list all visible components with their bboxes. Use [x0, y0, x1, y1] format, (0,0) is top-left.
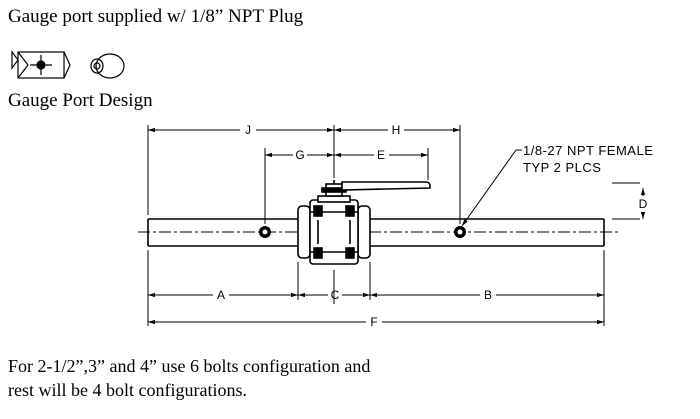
callout-line-1: 1/8-27 NPT FEMALE: [523, 143, 653, 158]
valve-handle: [321, 180, 431, 197]
header-title: Gauge port supplied w/ 1/8” NPT Plug: [8, 6, 304, 27]
gauge-plug-side-icon: [11, 50, 71, 79]
dim-label-b: B: [484, 288, 492, 302]
dim-label-c: C: [331, 288, 340, 302]
dim-label-g: G: [295, 148, 304, 162]
footer-note-line-2: rest will be 4 bolt configurations.: [8, 380, 247, 400]
dim-label-j: J: [245, 123, 251, 137]
footer-note-line-1: For 2-1/2”,3” and 4” use 6 bolts configu…: [8, 356, 371, 376]
dim-label-e: E: [377, 148, 385, 162]
valve-body: [297, 195, 371, 265]
pipe-left: [147, 218, 300, 247]
gauge-plug-ring-icon: [90, 53, 125, 79]
section-title: Gauge Port Design: [8, 90, 153, 111]
callout-leader: [461, 149, 522, 227]
gauge-port-right: [454, 226, 466, 238]
extension-lines: [147, 125, 640, 326]
dim-label-h: H: [392, 123, 401, 137]
gauge-port-left: [259, 226, 271, 238]
callout-line-2: TYP 2 PLCS: [523, 160, 601, 175]
dim-label-f: F: [370, 315, 377, 329]
dim-label-a: A: [217, 288, 225, 302]
dim-label-d: D: [639, 197, 648, 211]
pipe-right: [370, 218, 605, 247]
